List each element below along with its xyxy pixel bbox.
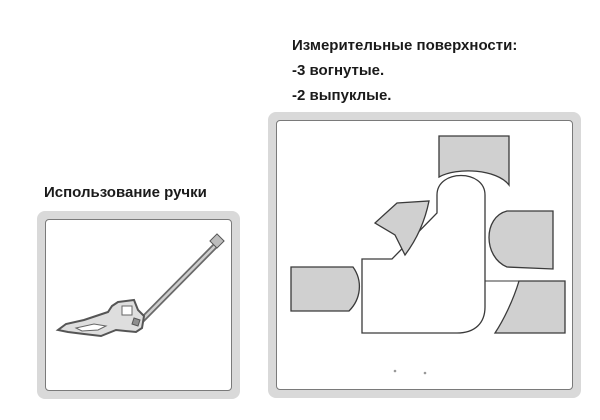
measuring-surfaces-frame <box>268 112 581 398</box>
handle-usage-panel <box>45 219 232 391</box>
concave-count-line: -3 вогнутые. <box>292 62 385 79</box>
gauge-surfaces-illustration <box>290 135 566 375</box>
measuring-surfaces-heading: Измерительные поверхности: -3 вогнутые. … <box>292 33 517 108</box>
measuring-surfaces-panel <box>276 120 573 390</box>
convex-count-line: -2 выпуклые. <box>292 87 392 104</box>
handle-usage-title: Использование ручки <box>44 184 207 201</box>
handle-tool-illustration <box>55 233 225 338</box>
measuring-surfaces-title: Измерительные поверхности: <box>292 37 518 54</box>
handle-usage-frame <box>37 211 240 399</box>
